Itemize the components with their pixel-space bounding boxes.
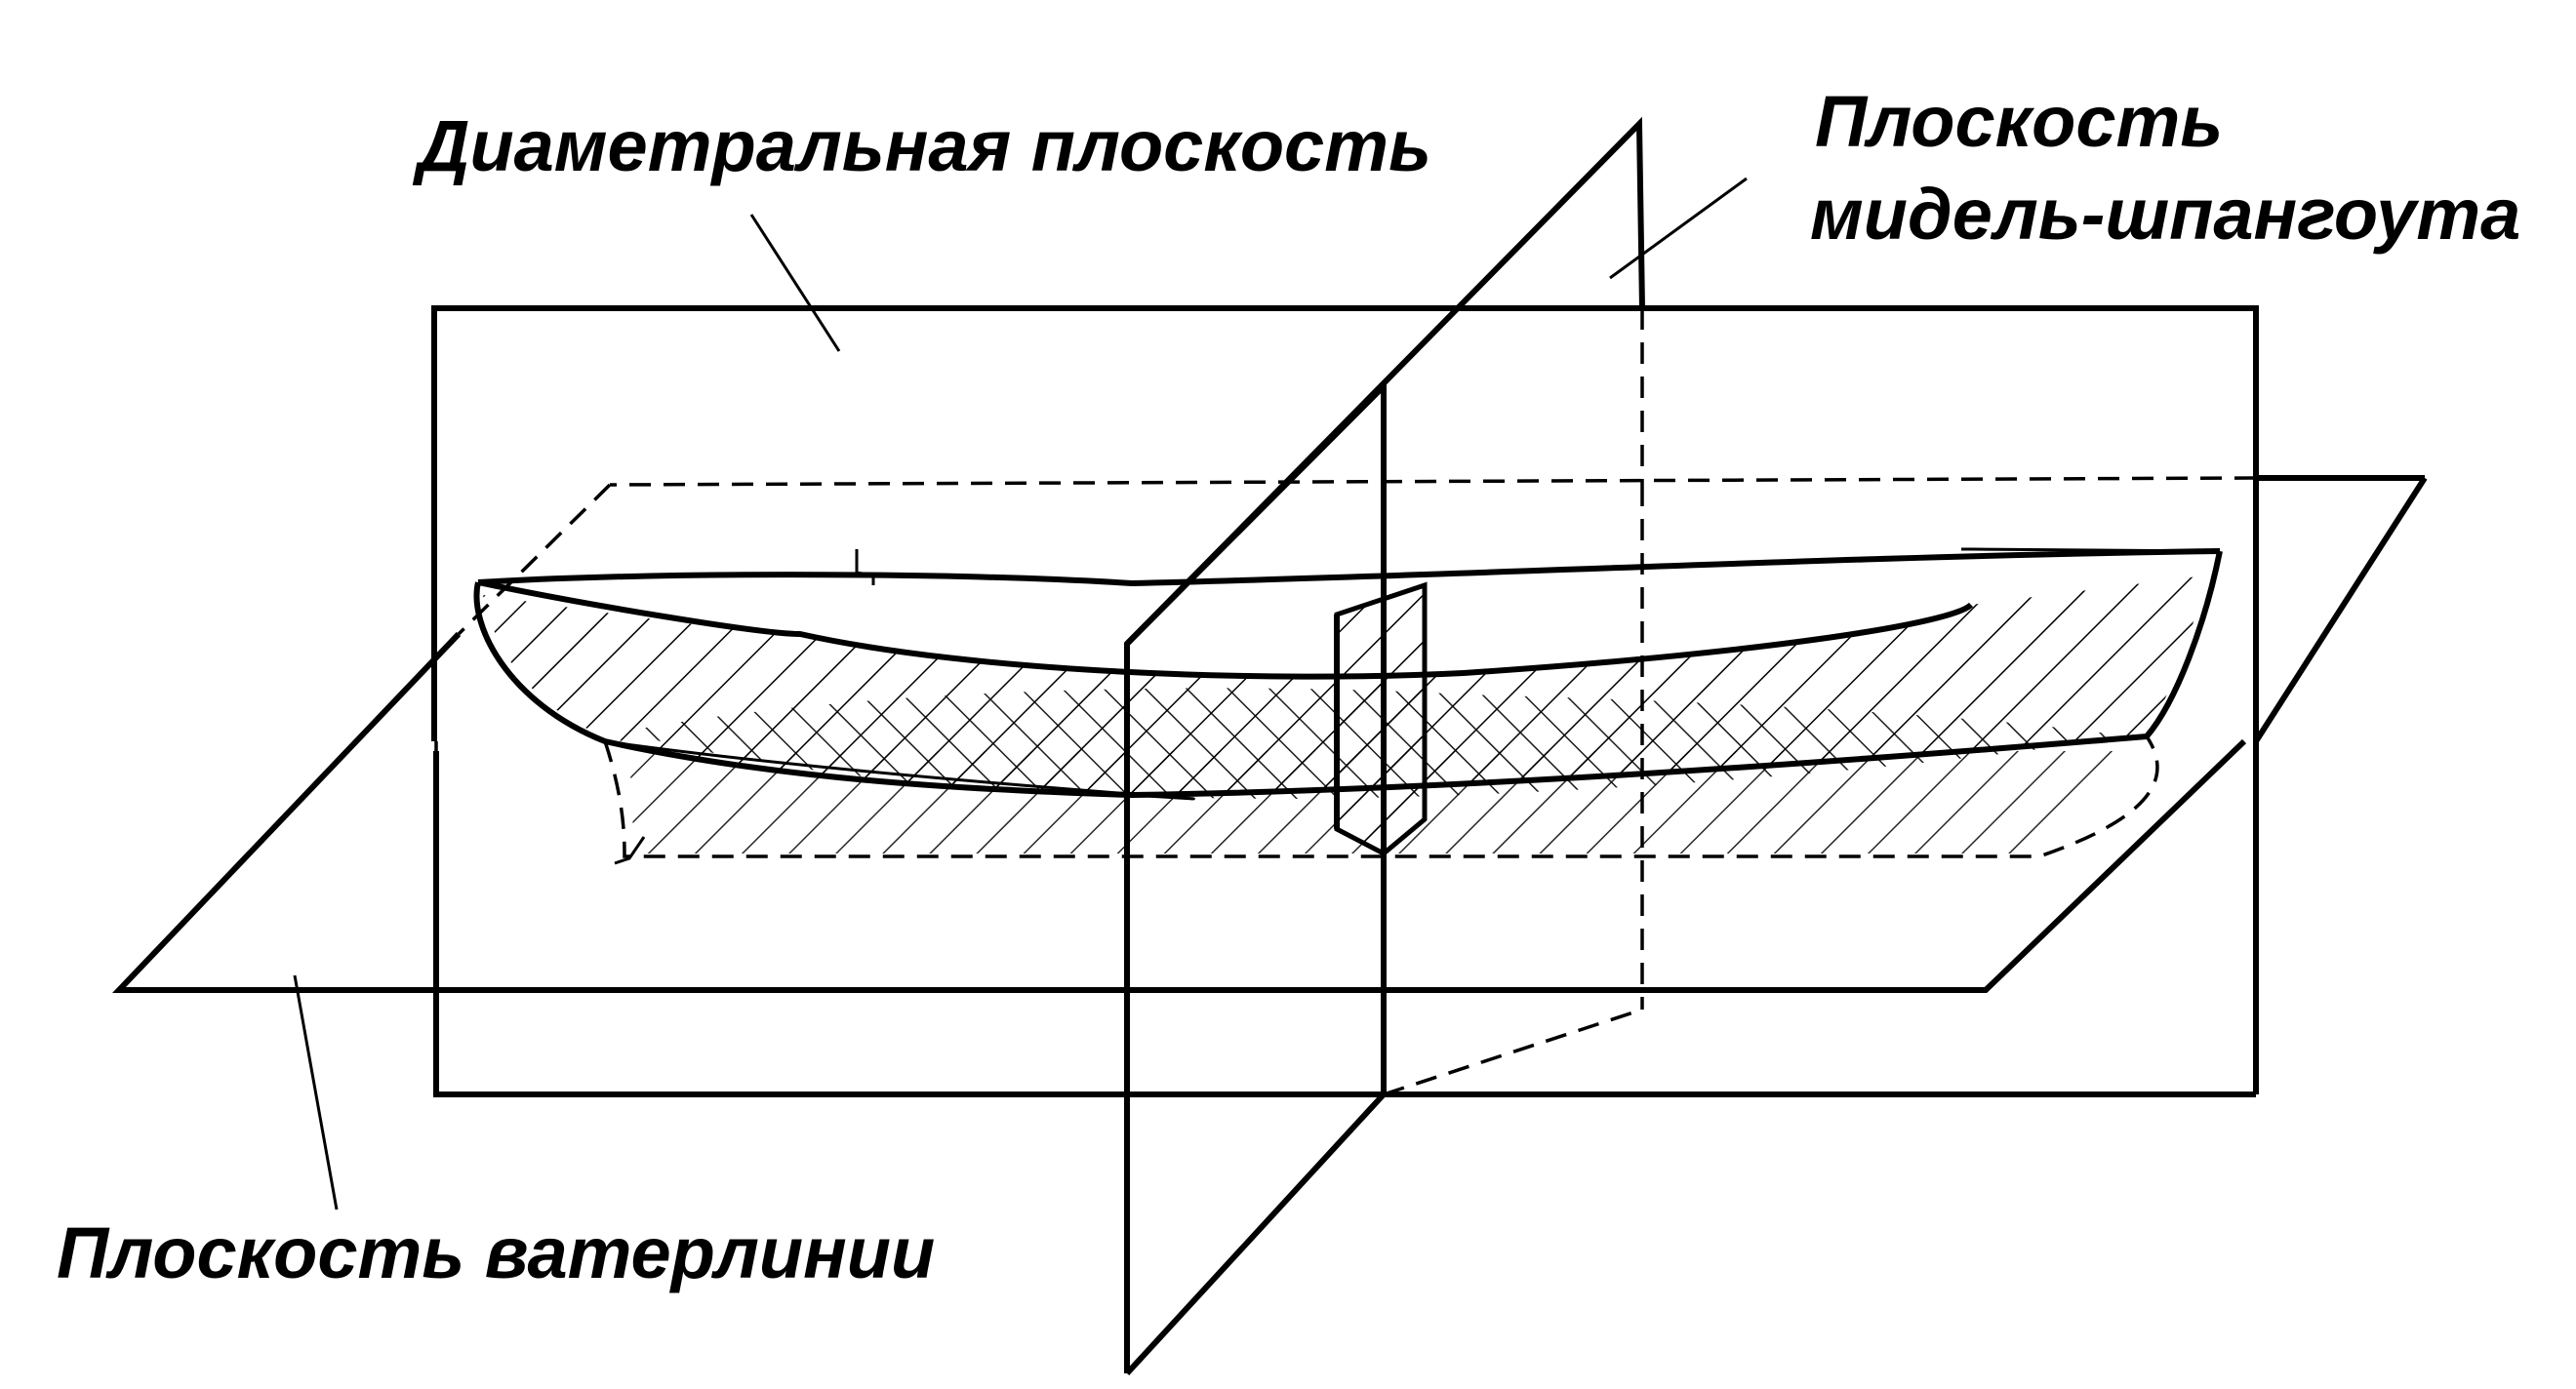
midship-section	[1334, 581, 1428, 856]
waterline-plane-label: Плоскость ватерлинии	[57, 1212, 935, 1293]
diametral-plane-label: Диаметральная плоскость	[412, 105, 1431, 186]
midship-plane-label-line2: мидель-шпангоута	[1810, 174, 2520, 255]
waterline-plane	[111, 475, 2428, 993]
midship-plane-label-line1: Плоскость	[1815, 81, 2223, 162]
leader-lines	[293, 177, 1748, 1210]
diametral-plane	[431, 305, 2259, 1097]
